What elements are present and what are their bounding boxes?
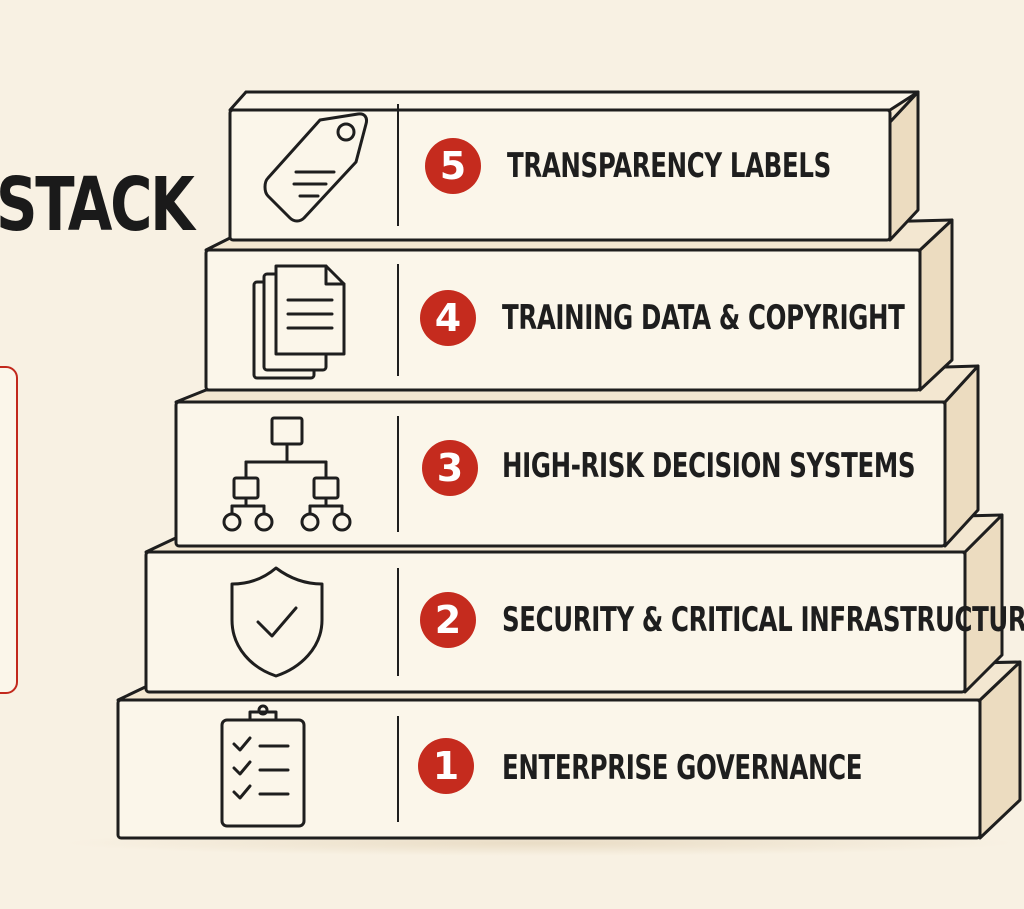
hierarchy-icon: [222, 416, 352, 532]
clipboard-checklist-icon: [220, 704, 306, 828]
layer-2-label: SECURITY & CRITICAL INFRASTRUCTURE: [502, 600, 1024, 640]
layer-5-block: [228, 90, 920, 242]
layer-4-number-badge: 4: [420, 290, 476, 346]
layer-5-number-badge: 5: [425, 138, 481, 194]
layer-3-number-badge: 3: [422, 440, 478, 496]
layer-1-number-badge: 1: [418, 738, 474, 794]
shield-check-icon: [230, 566, 324, 678]
layer-2-number-badge: 2: [420, 592, 476, 648]
layer-3-label: HIGH-RISK DECISION SYSTEMS: [502, 446, 916, 486]
tag-icon: [263, 112, 368, 223]
side-card: [0, 366, 18, 694]
documents-icon: [252, 264, 346, 380]
page-title: STACK: [0, 162, 195, 248]
layer-1-label: ENTERPRISE GOVERNANCE: [502, 748, 863, 788]
layer-5-label: TRANSPARENCY LABELS: [507, 146, 831, 186]
layer-4-label: TRAINING DATA & COPYRIGHT: [502, 298, 905, 338]
